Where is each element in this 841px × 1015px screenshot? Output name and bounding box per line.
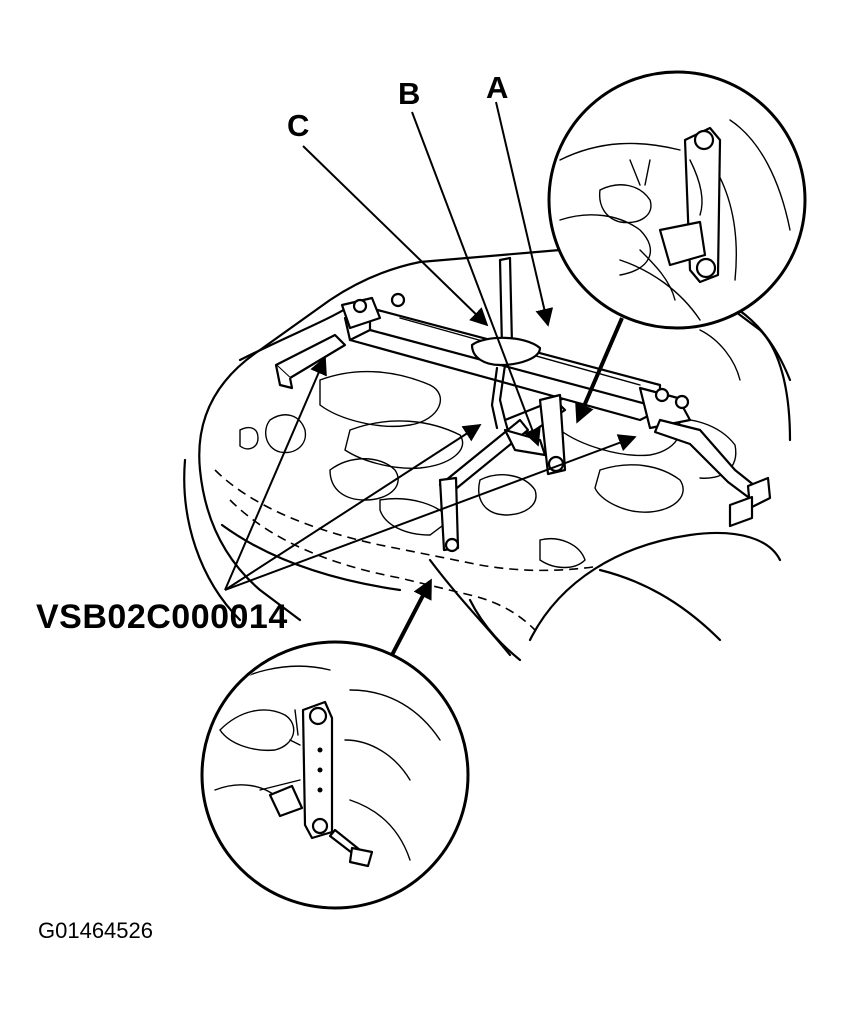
top-inset-arrow [575,317,624,424]
bottom-detail-inset-icon [200,640,470,910]
engine-bay-outline [183,248,792,662]
callout-pointers [302,101,554,447]
hanging-brackets [438,393,567,553]
callout-label-c: C [287,108,310,143]
tool-part-number: VSB02C000014 [36,598,288,636]
figure-id: G01464526 [38,918,153,943]
hook-bolt [470,256,542,430]
bottom-inset-arrow [390,578,432,656]
top-right-detail-inset-icon [547,70,807,330]
callout-label-a: A [486,70,509,105]
support-beam [274,292,772,528]
tool-pointers [224,356,637,591]
callout-label-b: B [398,76,421,111]
